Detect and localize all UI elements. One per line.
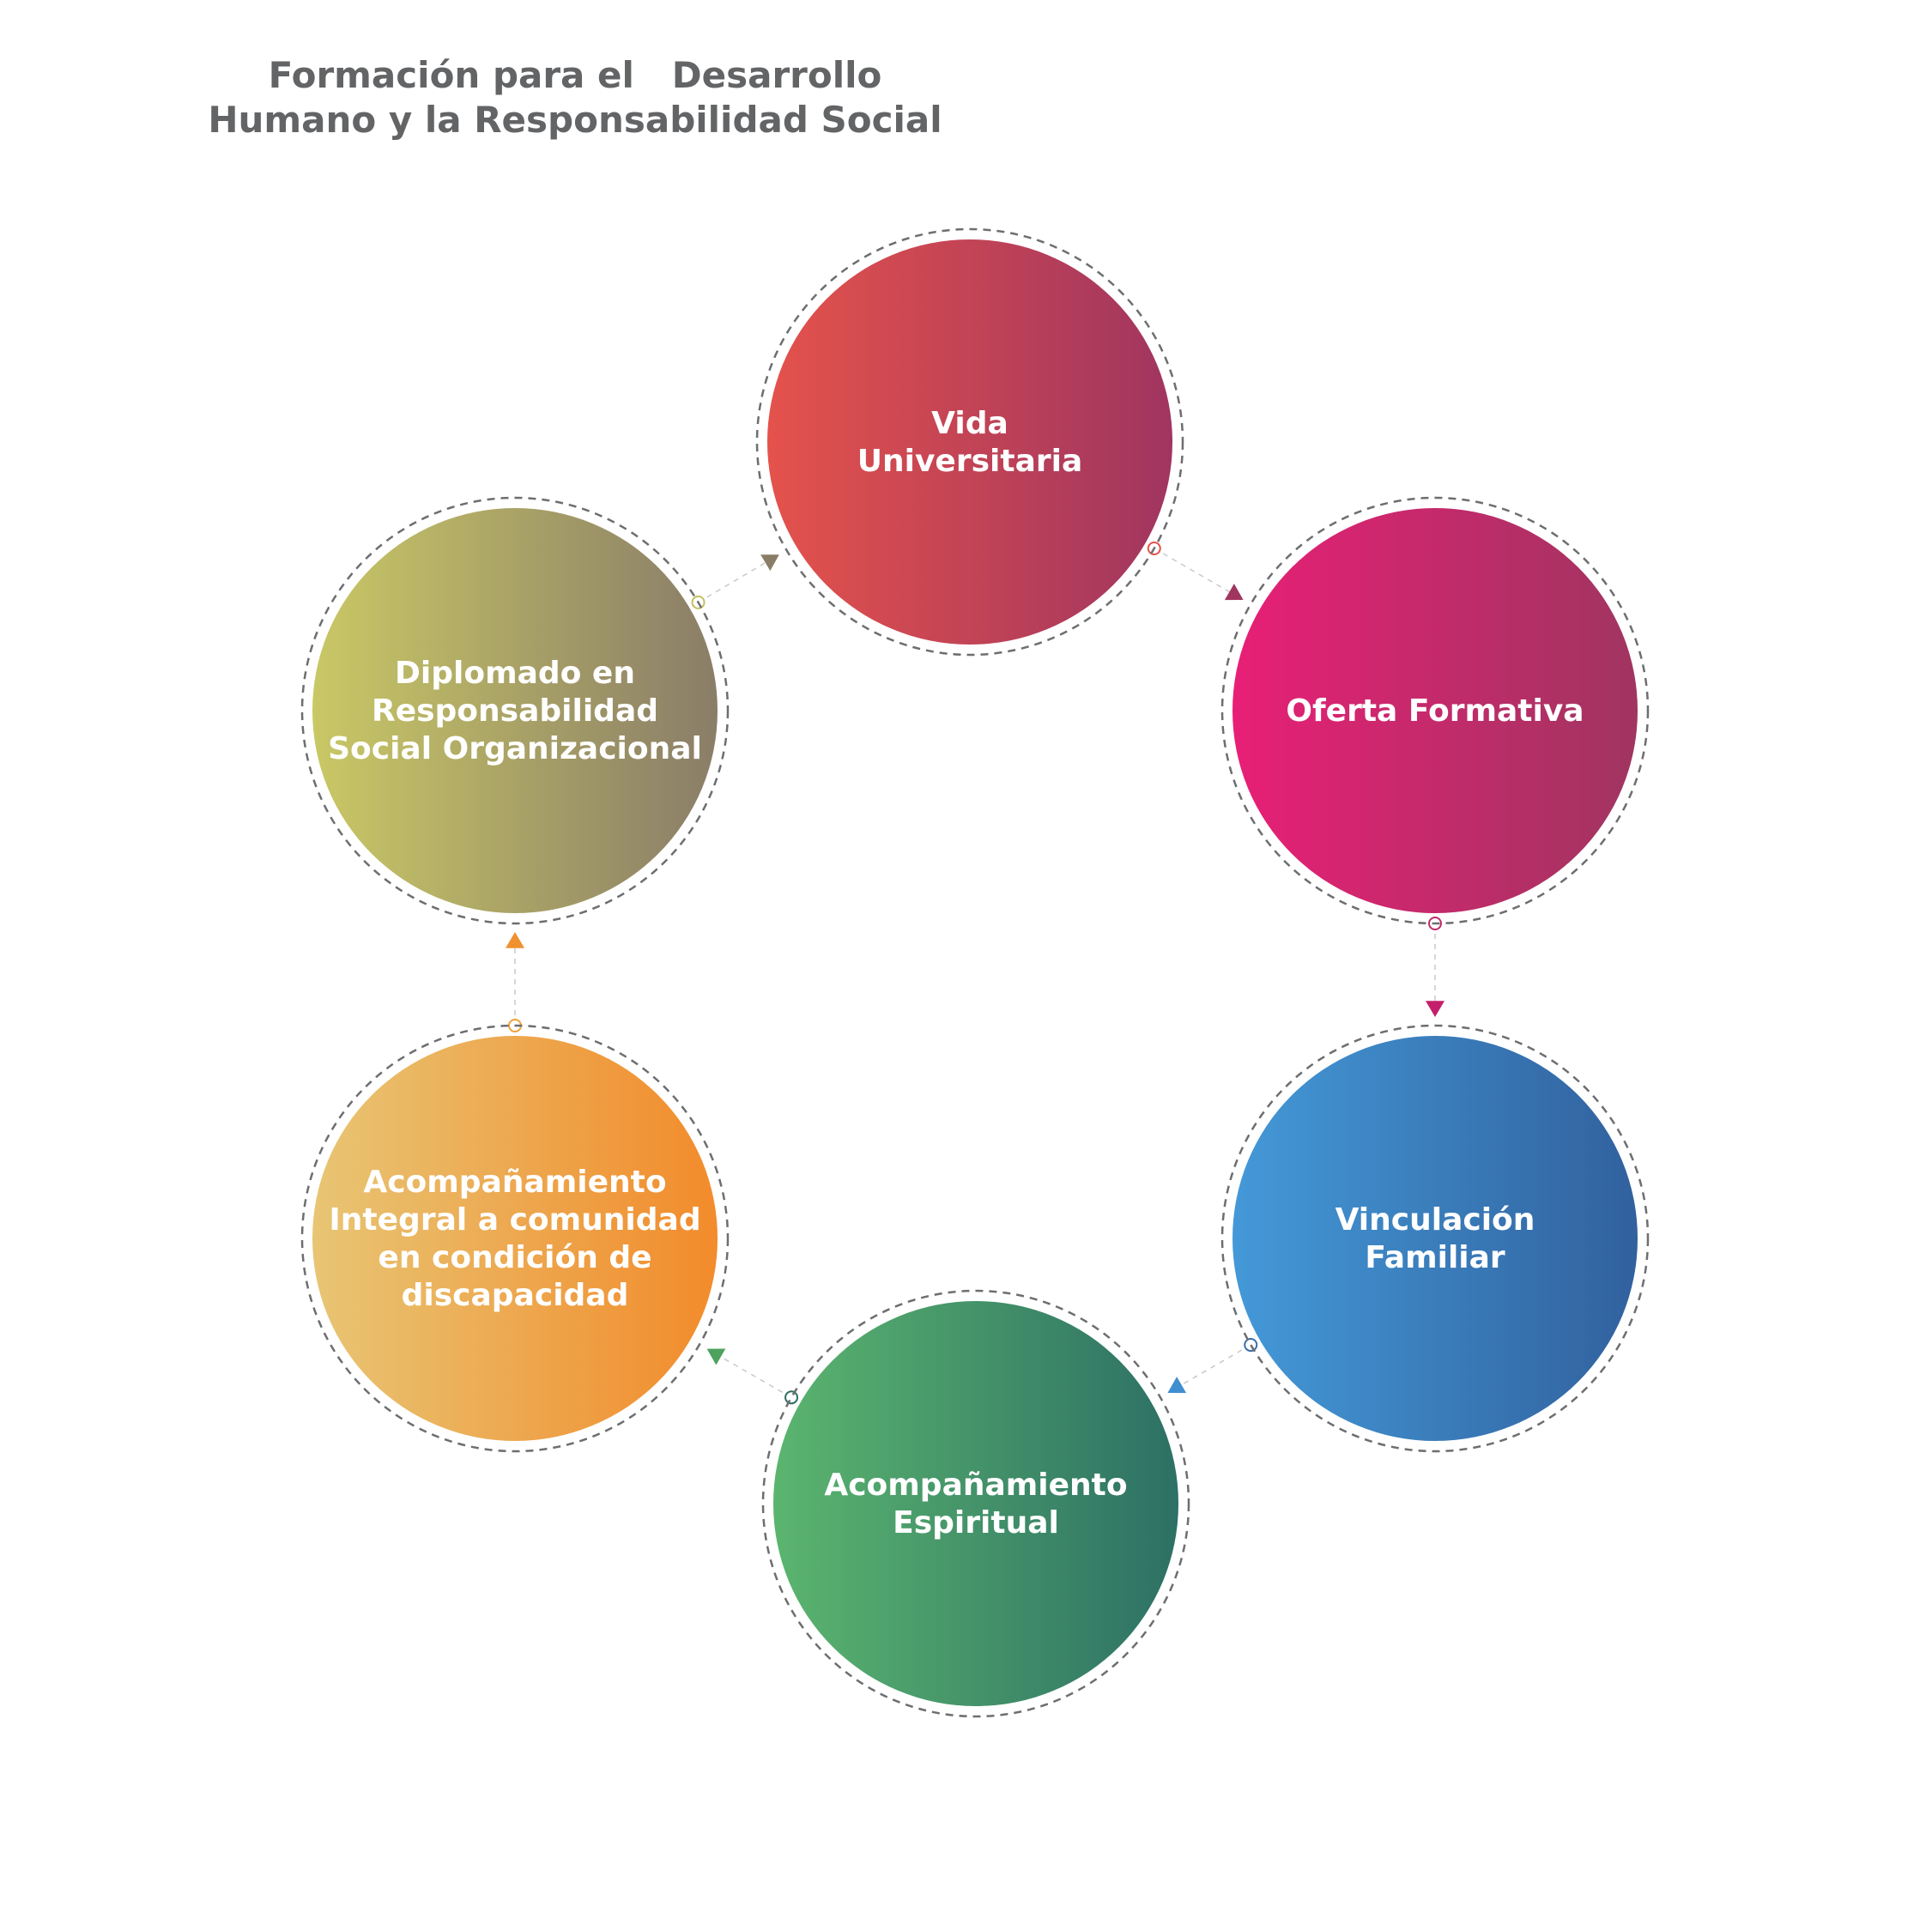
node-label-line: Responsabilidad xyxy=(372,693,658,729)
node-dashed-ring xyxy=(300,1024,730,1453)
node-dashed-ring xyxy=(1220,496,1650,925)
node-circle xyxy=(1232,1036,1638,1441)
node-label-line: Diplomado en xyxy=(395,656,635,691)
node-circle xyxy=(312,508,718,913)
connector-diplomado-rso-to-vida-universitaria xyxy=(691,554,779,609)
node-circle xyxy=(1232,508,1638,913)
diagram-title: Formación para el Desarrollo Humano y la… xyxy=(146,53,1004,142)
arrowhead-icon xyxy=(1167,1377,1187,1394)
node-label-line: Oferta Formativa xyxy=(1286,693,1584,729)
connector-oferta-formativa-to-vinculacion-familiar xyxy=(1426,917,1444,1017)
node-label-line: discapacidad xyxy=(402,1278,629,1313)
arrowhead-icon xyxy=(706,1348,726,1365)
node-dashed-ring xyxy=(761,1289,1190,1718)
connector-start-dot xyxy=(784,1390,799,1405)
node-label-line: Integral a comunidad xyxy=(329,1202,700,1238)
connector-line xyxy=(698,555,777,603)
node-oferta-formativa: Oferta Formativa xyxy=(1220,496,1650,925)
node-dashed-ring xyxy=(1220,1024,1650,1453)
node-circle xyxy=(767,239,1172,645)
node-label-line: Universitaria xyxy=(857,444,1083,479)
arrowhead-icon xyxy=(1224,584,1244,601)
node-label-line: en condición de xyxy=(378,1240,651,1275)
node-circle xyxy=(312,1036,718,1441)
title-line-2: Humano y la Responsabilidad Social xyxy=(208,99,942,141)
node-dashed-ring xyxy=(755,227,1184,657)
node-label-line: Acompañamiento xyxy=(824,1468,1127,1503)
node-label-line: Espiritual xyxy=(893,1505,1059,1541)
connector-vinculacion-familiar-to-acompanamiento-espiritual xyxy=(1167,1338,1258,1394)
connector-acompanamiento-espiritual-to-acompanamiento-integral xyxy=(706,1348,799,1405)
node-label-line: Acompañamiento xyxy=(363,1165,666,1200)
title-line-1: Formación para el Desarrollo xyxy=(268,54,882,96)
node-dashed-ring xyxy=(300,496,730,925)
connector-acompanamiento-integral-to-diplomado-rso xyxy=(506,932,524,1032)
node-circle xyxy=(773,1301,1178,1706)
node-label-line: Familiar xyxy=(1365,1240,1505,1275)
connector-vida-universitaria-to-oferta-formativa xyxy=(1147,542,1244,601)
arrowhead-icon xyxy=(506,932,524,948)
connector-line xyxy=(1170,1344,1251,1392)
connector-line xyxy=(709,1350,792,1398)
arrowhead-icon xyxy=(760,554,779,572)
arrowhead-icon xyxy=(1426,1001,1444,1017)
node-label-line: Vida xyxy=(931,406,1008,441)
connector-line xyxy=(1154,548,1241,599)
node-label-line: Social Organizacional xyxy=(328,731,702,766)
node-label-line: Vinculación xyxy=(1335,1202,1535,1238)
